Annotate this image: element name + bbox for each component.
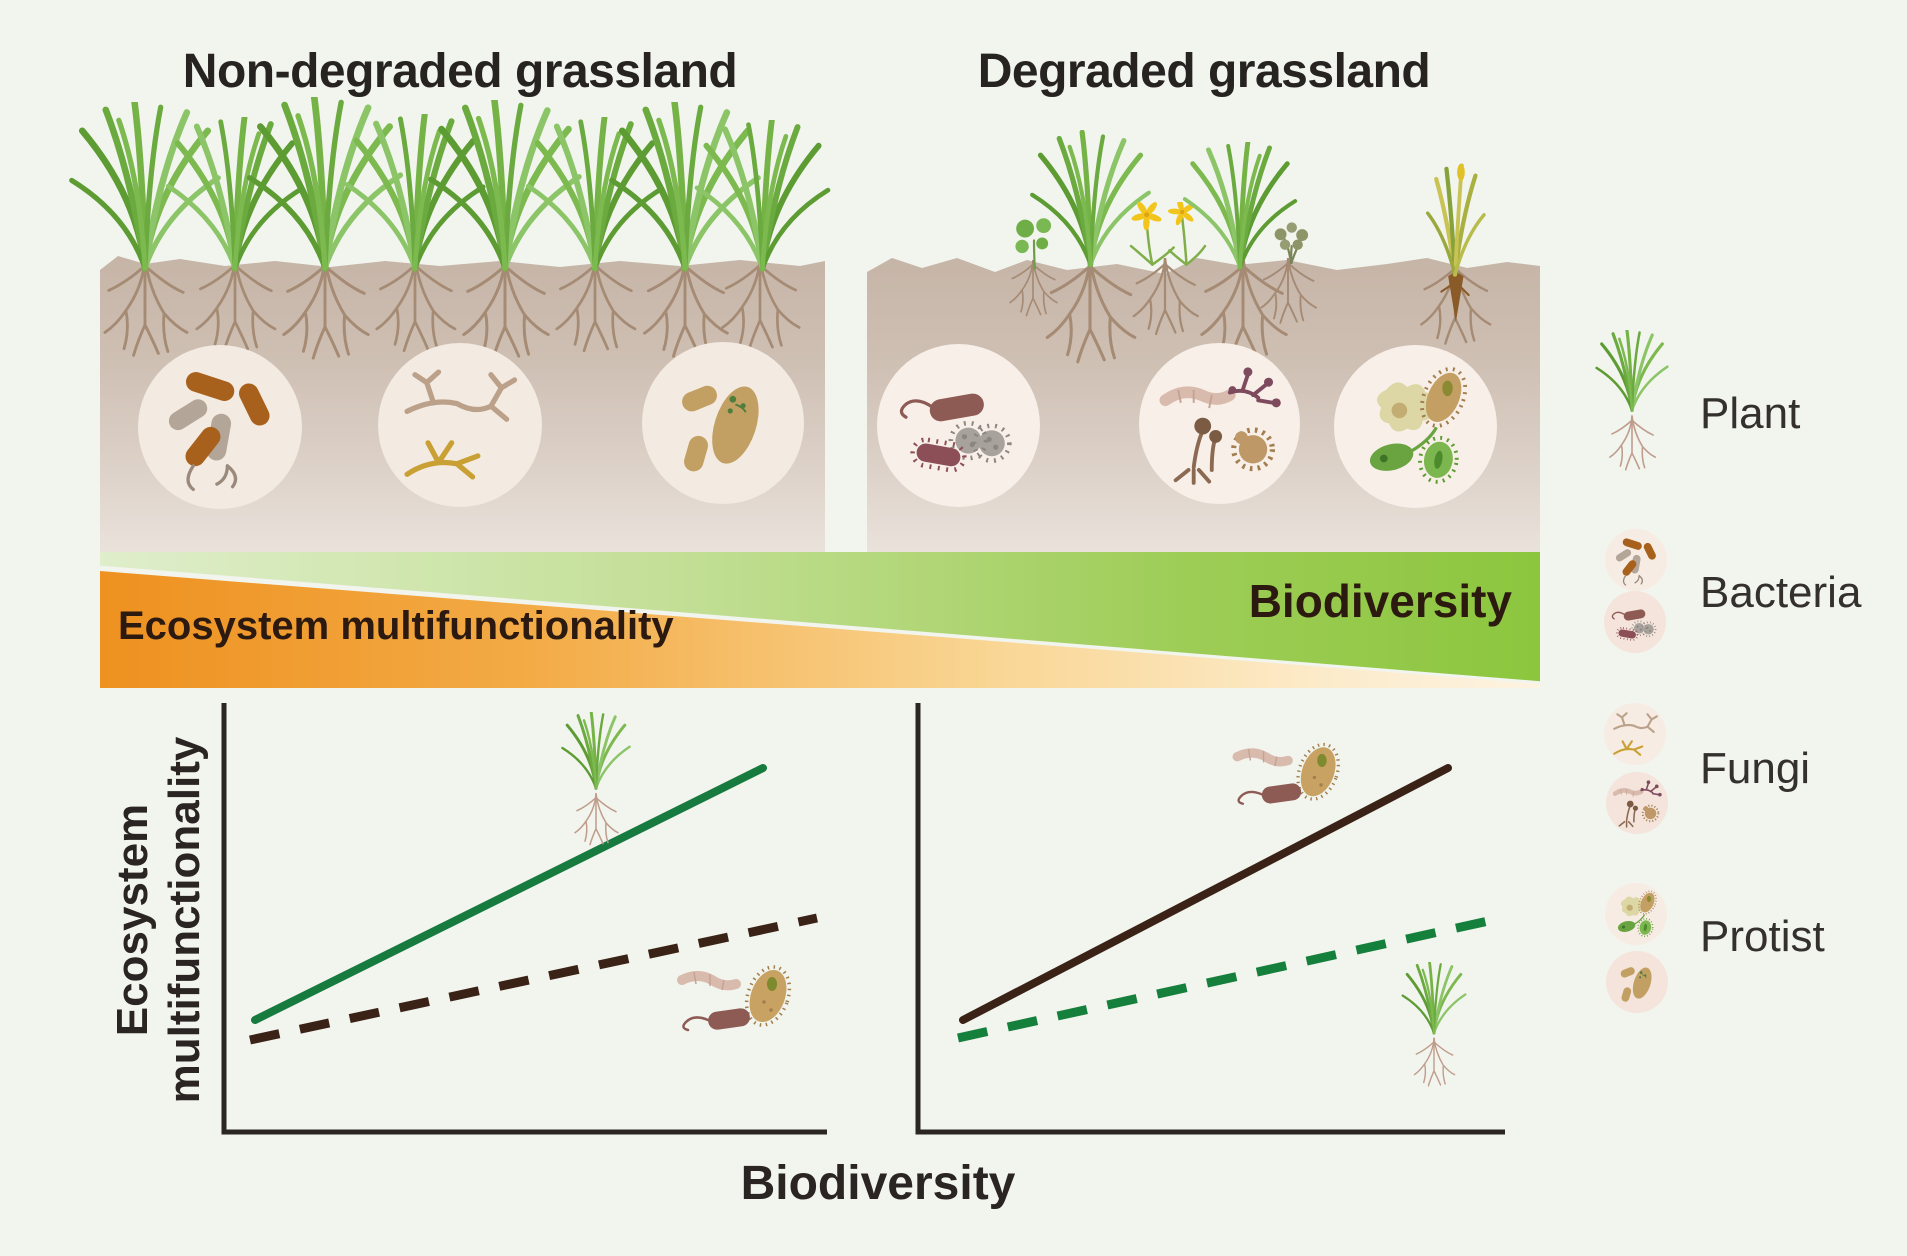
right-chart-solid-microbe-line — [959, 764, 1452, 1024]
soil-circle-bacteria-non-degraded — [138, 345, 302, 509]
shrub-icon — [1258, 212, 1324, 264]
soil-circle-protist-degraded — [1334, 345, 1497, 508]
legend-label-fungi: Fungi — [1700, 744, 1811, 793]
left-chart-dashed-microbe-line — [249, 913, 818, 1045]
soil-circle-bacteria-degraded — [877, 344, 1040, 507]
protist-icon — [1605, 883, 1667, 945]
left-chart-solid-plant-line — [251, 764, 767, 1024]
legend-label-bacteria: Bacteria — [1700, 568, 1862, 617]
dry-grass-tuft-icon — [1412, 162, 1498, 324]
plant-icon — [1578, 330, 1686, 488]
relationship-charts — [221, 703, 1505, 1135]
protist-icon — [678, 379, 769, 475]
legend-label-protist: Protist — [1700, 912, 1825, 961]
title-degraded-grassland: Degraded grassland — [977, 45, 1431, 98]
bacteria-icon — [1604, 591, 1666, 653]
fungi-icon — [1604, 703, 1666, 765]
fungi-icon — [394, 359, 525, 490]
plant-icon — [552, 712, 640, 862]
soil-microbes-icon — [1226, 736, 1352, 816]
protist-icon — [1606, 951, 1668, 1013]
gradient-banner: Ecosystem multifunctionality Biodiversit… — [100, 552, 1540, 688]
soil-circle-protist-non-degraded — [642, 342, 804, 504]
left-chart-axes — [221, 703, 827, 1135]
plant-icon — [1384, 962, 1484, 1102]
bacteria-icon — [1605, 529, 1667, 591]
title-non-degraded-grassland: Non-degraded grassland — [182, 45, 738, 98]
grass-tuft-icon — [680, 120, 845, 272]
fungi-icon — [1155, 359, 1284, 488]
y-axis-label: Ecosystem multifunctionality — [107, 695, 219, 1145]
banner-label-biodiversity: Biodiversity — [1248, 575, 1512, 627]
protist-icon — [1365, 361, 1476, 487]
soil-circle-fungi-non-degraded — [378, 343, 542, 507]
y-axis-label-line2: multifunctionality — [159, 736, 209, 1104]
right-chart-dashed-plant-line — [957, 913, 1503, 1043]
bacteria-icon — [164, 368, 275, 492]
bacteria-icon — [893, 360, 1023, 490]
fungi-icon — [1606, 772, 1668, 834]
legend-label-plant: Plant — [1700, 389, 1801, 438]
right-chart-axes — [915, 703, 1505, 1135]
soil-circle-fungi-degraded — [1139, 343, 1300, 504]
soil-microbes-icon — [672, 958, 802, 1043]
x-axis-label: Biodiversity — [740, 1157, 1016, 1210]
y-axis-label-line1: Ecosystem — [108, 803, 157, 1037]
banner-label-ecosystem-multifunctionality: Ecosystem multifunctionality — [118, 604, 674, 648]
